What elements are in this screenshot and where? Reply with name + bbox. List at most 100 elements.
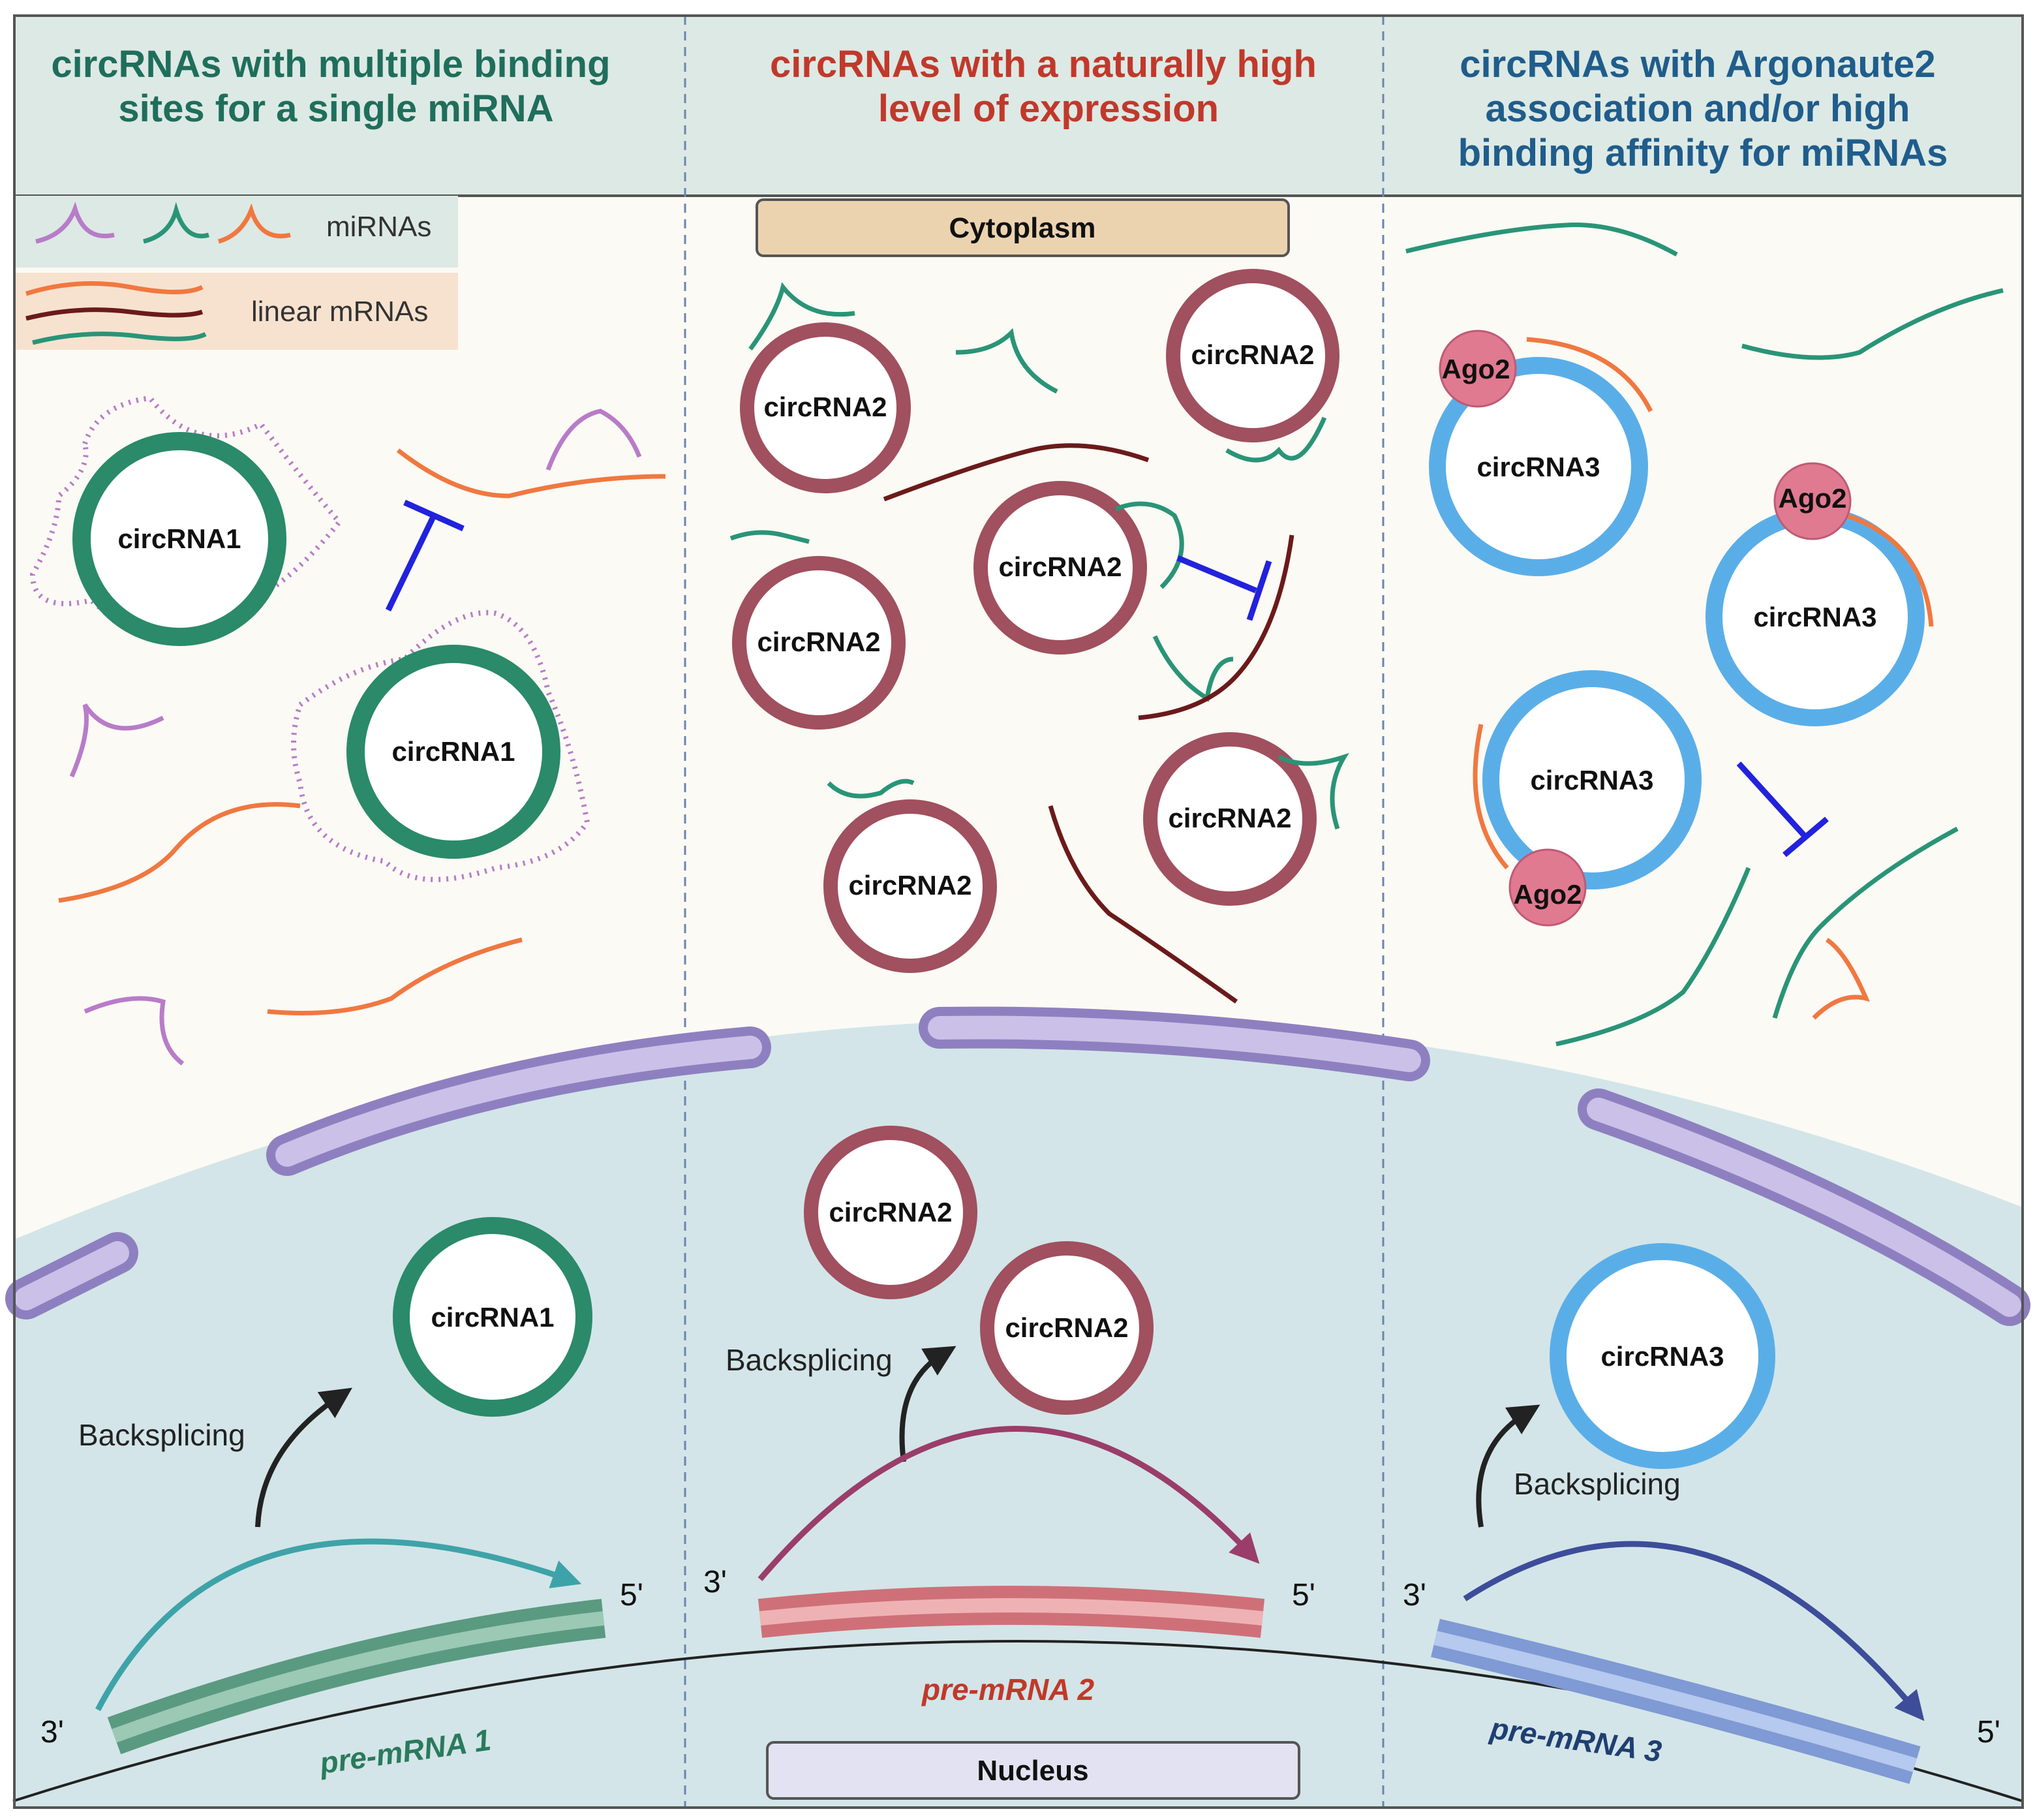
panel2-cytoplasm: circRNA2 circRNA2 circRNA2 circRNA2 circ… [729,269,1349,1004]
circrna2-nuclear-a [804,1126,977,1299]
backsplicing-label-3: Backsplicing [1514,1467,1681,1501]
circrna3-a-label: circRNA3 [1477,452,1600,482]
mirna-green-p2-5 [1114,501,1184,589]
membrane-segment-2-inner [275,1036,762,1167]
circrna2-f-label: circRNA2 [848,870,972,901]
splice-arrow-3 [1463,1541,1925,1721]
circrna2-nuclear-b [980,1241,1154,1415]
legend-mrna-dark-icon [25,307,204,321]
mirna-orange-on-circ3a [1526,337,1653,412]
panel2-title-line1: circRNAs with a naturally high [770,43,1317,85]
panel3-title-line1: circRNAs with Argonaute2 [1460,43,1935,85]
ago2-c-label: Ago2 [1514,879,1582,910]
circrna2-a [740,322,911,493]
mirna-green-p2-8 [1278,752,1349,830]
legend-mirnas-label: miRNAs [326,211,431,243]
mrna-green-p3-1 [1405,223,1678,257]
mrna-green-p3-2 [1741,288,2004,360]
inhibit-bar-3 [1783,816,1829,857]
circrna1-a [72,432,286,646]
panel3-title-line3: binding affinity for miRNAs [1458,132,1948,174]
membrane-segment-4-inner [1587,1098,2021,1317]
mrna-dark-p2-3 [1048,805,1238,1004]
inhibit-bar-2 [1246,560,1272,621]
panel1-title: circRNAs with multiple binding sites for… [51,43,620,130]
ago2-a-label: Ago2 [1442,354,1510,384]
ago2-c-blob [1508,848,1587,927]
legend-mirna-purple-icon [35,202,115,244]
ago2-b-blob [1773,462,1852,540]
mirna-green-p2-7 [827,779,915,799]
backsplicing-arrow-2 [899,1346,956,1462]
panel2-nucleus: circRNA2 circRNA2 Backsplicing 3' 5' pre… [703,1126,1315,1800]
mirna-purple-free-2 [84,996,185,1066]
panel2-title-line2: level of expression [878,87,1219,130]
pre-mrna2-3prime: 3' [703,1565,727,1599]
circrna1-nuclear [393,1217,592,1417]
panel3-title: circRNAs with Argonaute2 association and… [1458,43,1948,174]
mirna-purple-on-mrna [545,409,642,471]
legend-mrna-green-icon [32,332,207,345]
circrna3-c-label: circRNA3 [1530,765,1653,795]
mirna-purple-free-1 [69,703,164,778]
legend-mirna-orange-icon [217,203,291,244]
mirna-green-p2-3 [1225,416,1327,463]
splice-arrow-1 [95,1538,582,1712]
mrna-orange-3 [267,937,523,1015]
circrna1-nuclear-label: circRNA1 [431,1302,554,1333]
nuclear-membrane [5,1006,2030,1326]
mrna-orange-2 [58,802,301,903]
pre-mrna3-3prime: 3' [1403,1578,1426,1612]
circrna2-e [1143,732,1317,906]
circrna2-c-label: circRNA2 [998,551,1122,582]
panel3-title-line2: association and/or high [1485,87,1910,130]
panel1-cytoplasm: circRNA1 circRNA1 [29,395,666,1066]
pre-mrna3-5prime: 5' [1977,1715,2000,1750]
figure-frame [13,14,2024,1809]
inhibit-bar-1 [403,499,465,532]
panel1-title-line2: sites for a single miRNA [118,87,553,130]
circrna3-c [1482,670,1702,889]
mirna-green-p2-2 [955,328,1058,394]
splice-arrow-2 [757,1426,1260,1581]
panel1-title-line1: circRNAs with multiple binding [51,43,610,85]
inhibit-line-2 [1176,555,1257,594]
circrna2-nuclear-b-label: circRNA2 [1005,1312,1128,1343]
circrna3-a [1429,357,1648,576]
membrane-segment-1-inner [14,1241,129,1310]
circrna2-d-label: circRNA2 [757,626,880,657]
backsplicing-arrow-3 [1476,1404,1540,1528]
mirna-orange-on-circ3c [1473,724,1509,870]
circrna2-b [1166,269,1339,442]
circrna1-b [346,645,560,859]
header-band [13,14,2024,197]
pre-mrna1-3prime: 3' [40,1715,64,1750]
mrna-dark-p2-1 [883,443,1150,502]
ago2-b-label: Ago2 [1779,483,1847,514]
pre-mrna1-5prime: 5' [620,1578,643,1612]
panel2-title: circRNAs with a naturally high level of … [770,43,1327,130]
cytoplasm-label: Cytoplasm [949,212,1096,244]
mrna-orange-1 [396,448,666,499]
mirna-orange-on-circ3b [1845,513,1934,627]
backsplicing-label-2: Backsplicing [726,1343,893,1377]
circrna2-d [732,556,906,730]
mirna-green-p2-1 [748,282,855,351]
mrna-green-p3-3 [1555,867,1751,1047]
nucleus-label-box [766,1741,1300,1800]
mrna-dark-p2-2 [1138,534,1294,720]
circrna1-a-label: circRNA1 [117,523,241,554]
pre-mrna2-bar-inner [759,1598,1264,1626]
pre-mrna1-bar-inner [112,1611,605,1743]
panel3-cytoplasm: circRNA3 Ago2 circRNA3 Ago2 circRNA3 Ago… [1405,223,2004,1047]
pre-mrna3-bar-inner [1433,1631,1918,1772]
circrna2-e-label: circRNA2 [1168,803,1291,833]
legend-mrna-orange-icon [25,281,204,296]
circrna1-b-label: circRNA1 [391,736,515,767]
inhibit-line-3 [1736,761,1807,838]
pre-mrna2-5prime: 5' [1292,1578,1315,1612]
mrna-green-p3-4 [1772,826,1959,1019]
nucleus-label: Nucleus [977,1755,1088,1787]
pre-mrna2-label: pre-mRNA 2 [921,1673,1095,1706]
